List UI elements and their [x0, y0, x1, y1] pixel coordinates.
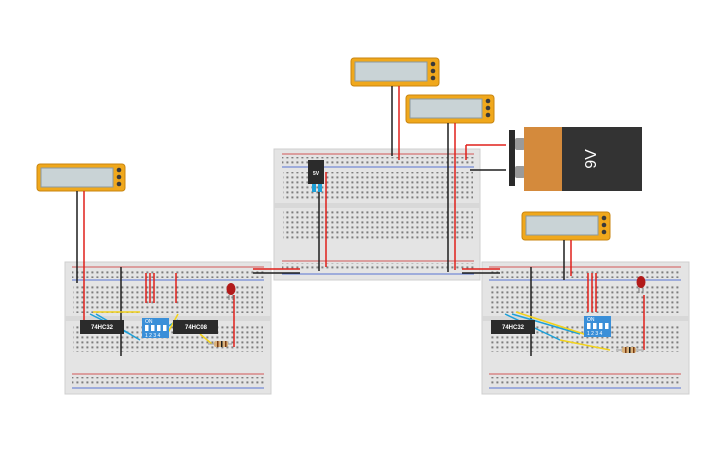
dip-numbers: 1 2 3 4: [145, 333, 161, 339]
dip-on-label: ON: [145, 319, 153, 325]
resistor-left[interactable]: [208, 341, 232, 347]
chip-74hc32-left[interactable]: 74HC32: [80, 320, 124, 334]
chip-74hc32-right[interactable]: 74HC32: [491, 320, 535, 334]
dip-on-label: ON: [587, 317, 595, 323]
multimeter-middle[interactable]: [405, 94, 495, 272]
multimeter-right[interactable]: [521, 211, 611, 280]
battery-9v[interactable]: 9V: [465, 127, 642, 191]
dip-switch-right[interactable]: ON 1 2 3 4: [584, 316, 611, 337]
power-wires[interactable]: [253, 268, 500, 274]
chip-74hc08-left[interactable]: 74HC08: [173, 320, 218, 334]
chip-label: 74HC32: [91, 325, 114, 331]
breadboard-center[interactable]: [273, 148, 481, 281]
dip-numbers: 1 2 3 4: [587, 331, 603, 337]
led-left[interactable]: [226, 283, 236, 300]
right-board-wires[interactable]: [504, 267, 645, 356]
dip-switch-left[interactable]: ON 1 2 3 4: [142, 318, 169, 339]
led-right[interactable]: [636, 276, 646, 293]
battery-label: 9V: [583, 149, 600, 169]
chip-label: 74HC08: [185, 325, 208, 331]
multimeter-left[interactable]: [36, 163, 126, 323]
voltage-regulator[interactable]: 5V: [308, 160, 327, 271]
chip-label: 74HC32: [502, 325, 525, 331]
multimeter-top[interactable]: [350, 57, 440, 160]
resistor-right[interactable]: [616, 347, 644, 353]
regulator-label: 5V: [313, 171, 320, 177]
